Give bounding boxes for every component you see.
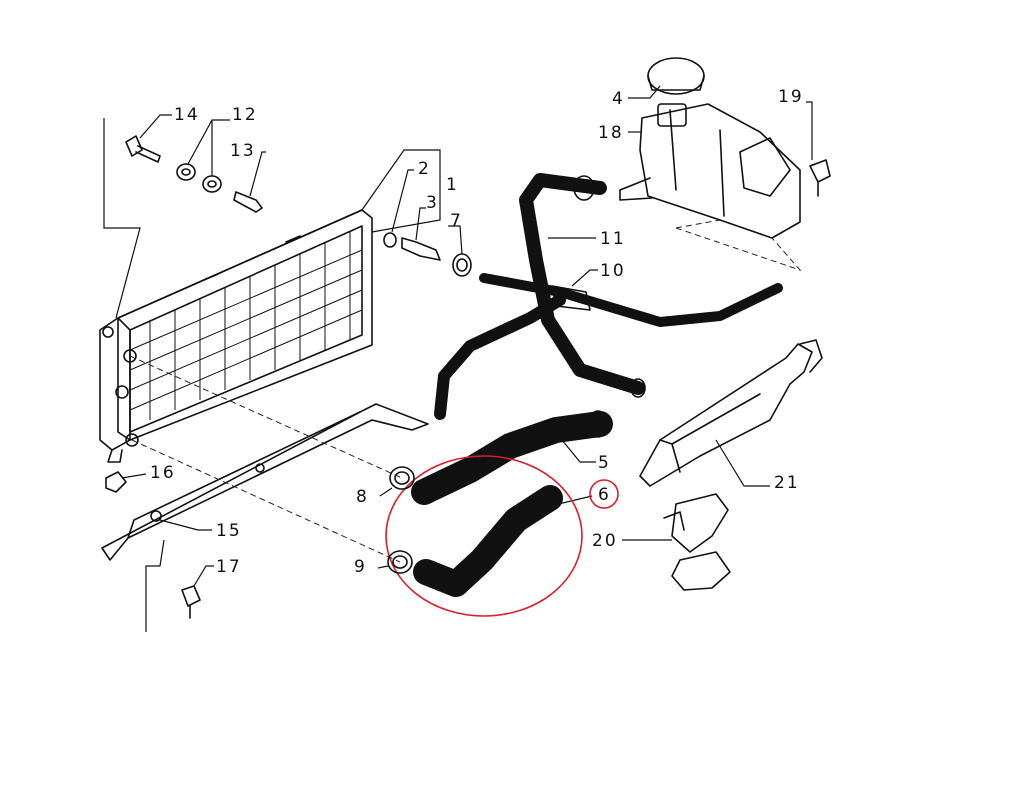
clamp-bracket-20 [622, 493, 731, 591]
screw-17 [181, 565, 214, 619]
callout-17: 17 [216, 557, 242, 577]
callout-9: 9 [354, 557, 367, 577]
callout-20: 20 [592, 531, 618, 551]
callout-16: 16 [150, 463, 176, 483]
hose-5 [411, 410, 613, 505]
highlight-ellipse [385, 455, 583, 617]
callout-1: 1 [446, 175, 459, 195]
mounting-guide-line [675, 227, 802, 272]
highlight-callout-circle [589, 479, 619, 509]
radiator [99, 118, 441, 463]
clamp-8 [379, 466, 415, 497]
crossmember-15 [101, 403, 429, 632]
bracket-21 [639, 339, 823, 487]
clamp-7 [448, 225, 472, 277]
cap-4 [628, 57, 705, 99]
callout-3: 3 [426, 193, 439, 213]
callout-13: 13 [230, 141, 256, 161]
callout-12: 12 [232, 105, 258, 125]
expansion-tank-18 [619, 103, 801, 239]
callout-21: 21 [774, 473, 800, 493]
callout-2: 2 [418, 159, 431, 179]
callout-15: 15 [216, 521, 242, 541]
clamp-9 [377, 550, 413, 574]
callout-5: 5 [598, 453, 611, 473]
hose-6-highlighted [413, 485, 593, 597]
callout-14: 14 [174, 105, 200, 125]
callout-10: 10 [600, 261, 626, 281]
screw-19 [806, 101, 831, 197]
callout-11: 11 [600, 229, 626, 249]
callout-6: 6 [598, 485, 611, 505]
grommets-12 [176, 119, 230, 193]
screw-16 [105, 471, 147, 493]
screw-14 [125, 114, 172, 163]
callout-8: 8 [356, 487, 369, 507]
hose-10 [434, 269, 783, 420]
bolt-13 [233, 151, 266, 213]
washer-2 [383, 169, 414, 248]
callout-7: 7 [450, 211, 463, 231]
callout-19: 19 [778, 87, 804, 107]
fitting-3 [401, 207, 441, 261]
hose-11 [519, 173, 646, 398]
callout-4: 4 [612, 89, 625, 109]
callout-18: 18 [598, 123, 624, 143]
